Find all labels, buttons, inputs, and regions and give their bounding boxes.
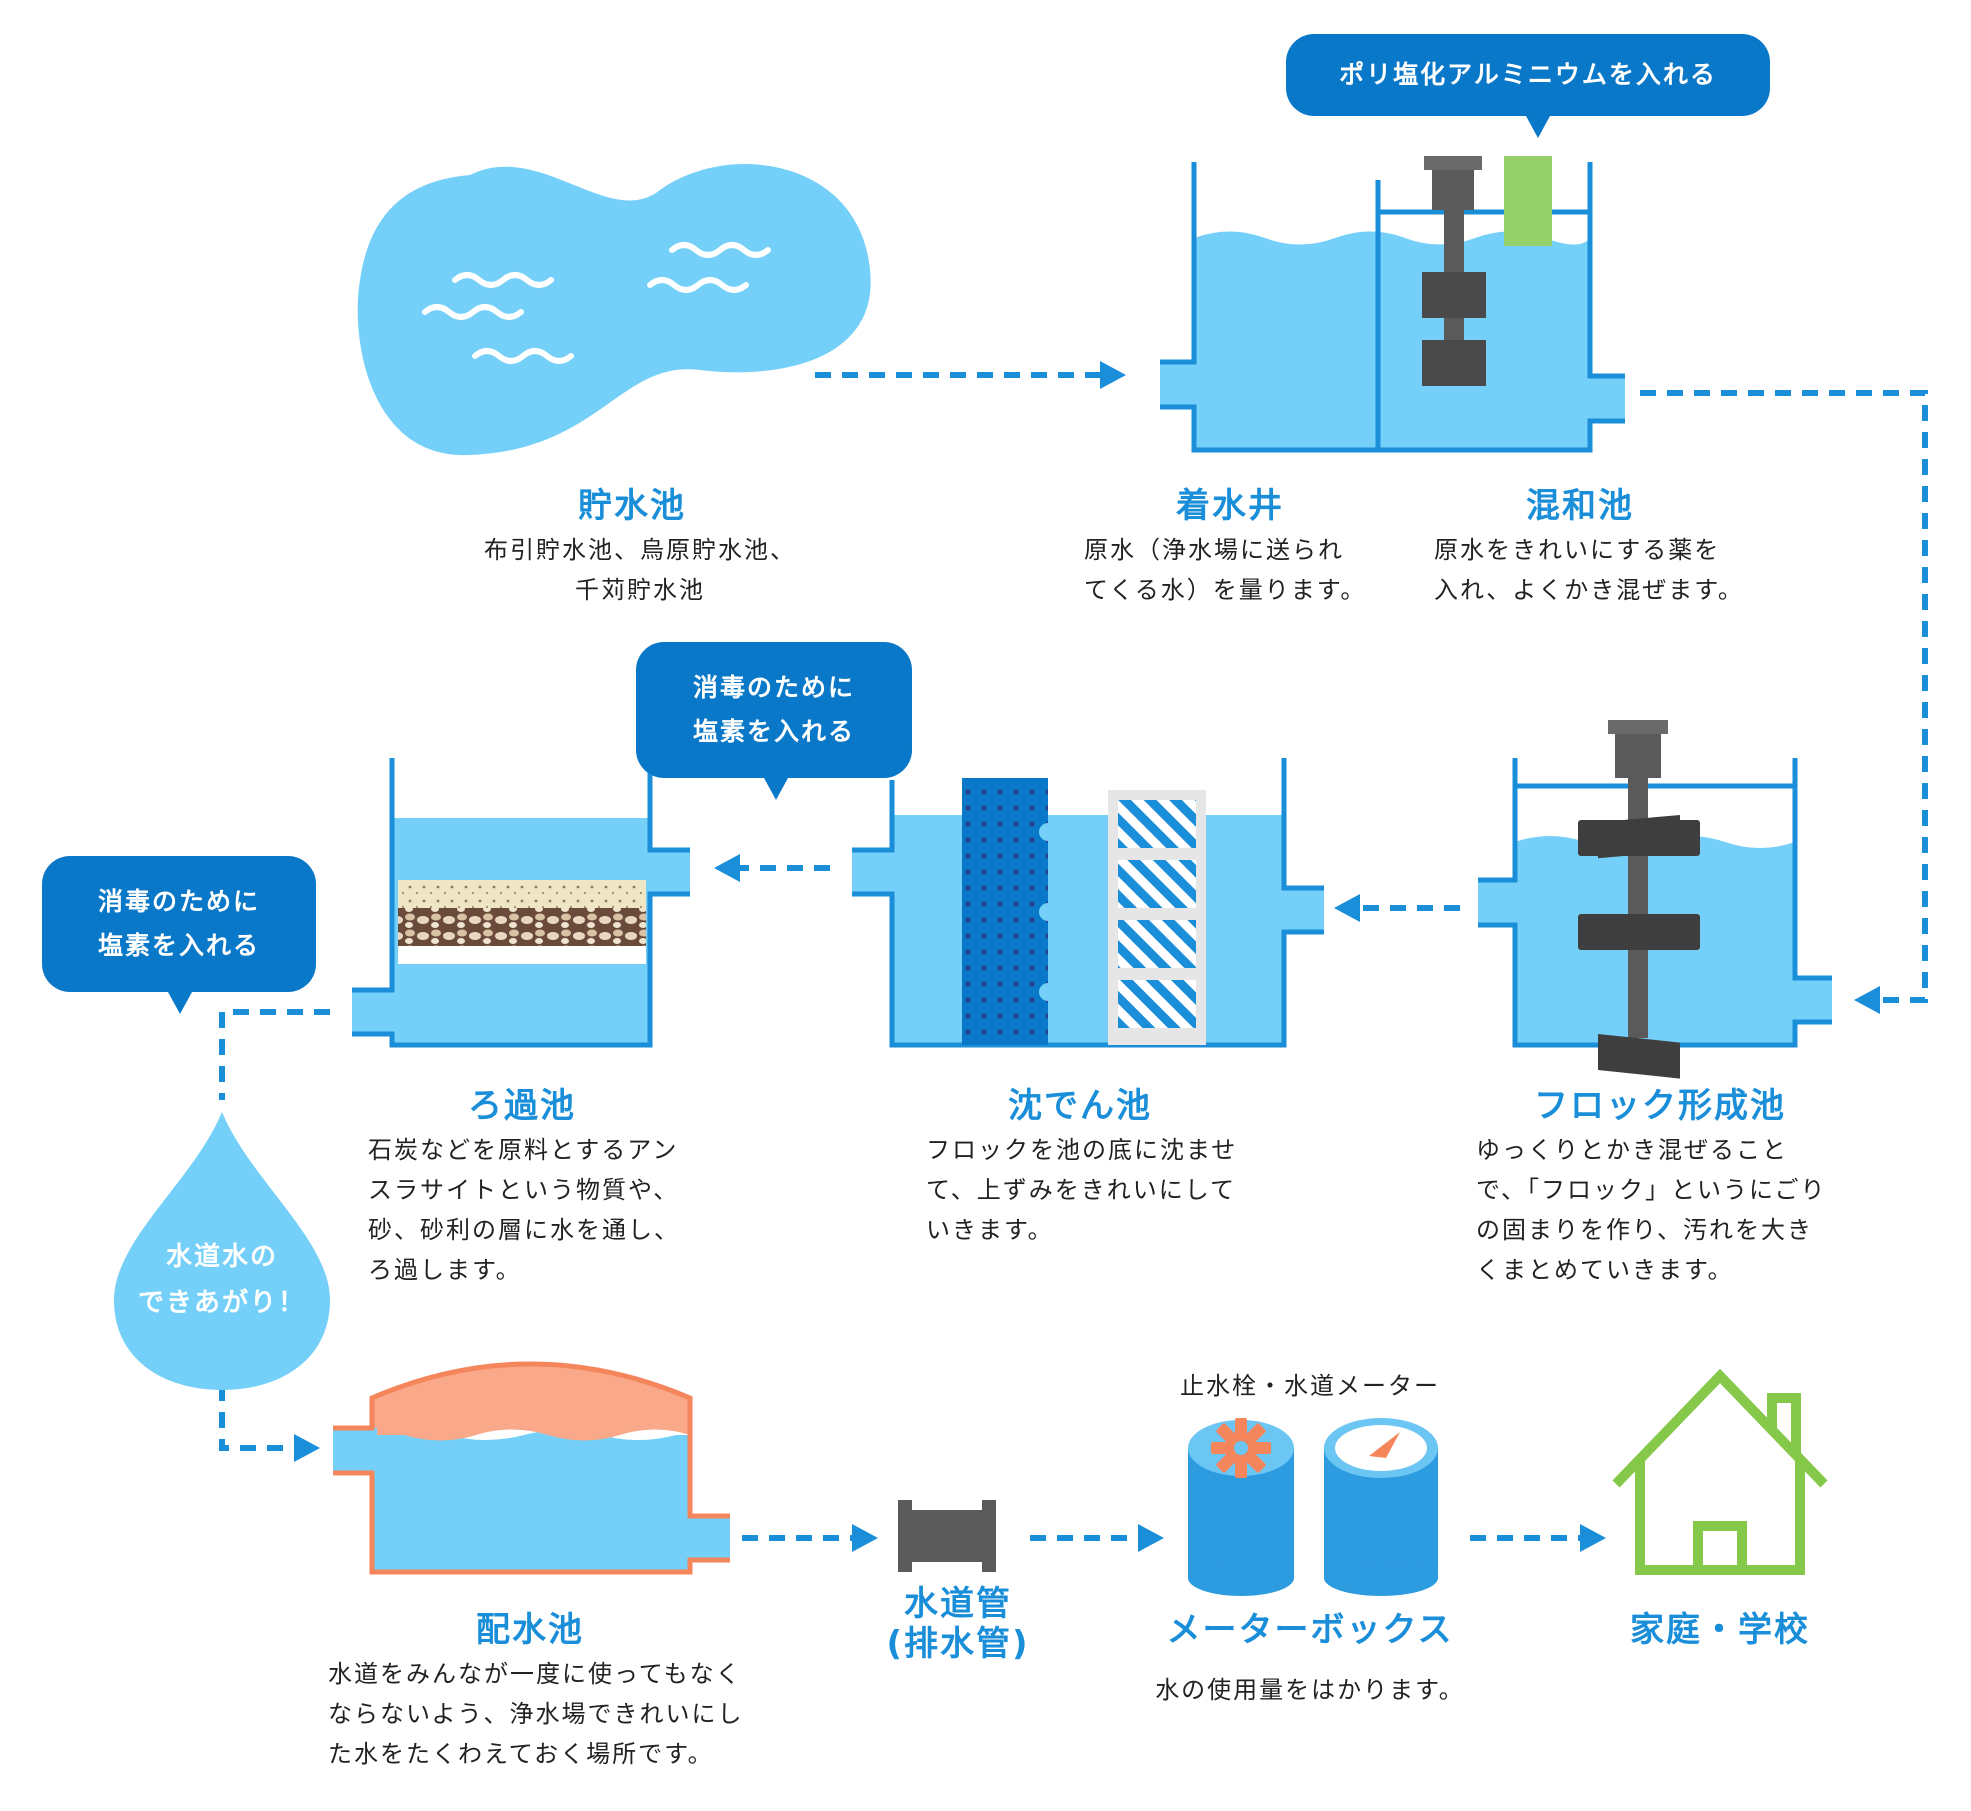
distribution-reservoir — [333, 1361, 730, 1575]
flow-arrow-2 — [1640, 390, 1928, 1014]
sedimentation-desc-line1: フロックを池の底に沈ませ — [926, 1136, 1238, 1164]
meter-desc: 水の使用量をはかります。 — [1155, 1676, 1465, 1704]
bubble-tail — [1526, 116, 1550, 138]
water-drop — [114, 1112, 330, 1390]
sedimentation-desc-line3: いきます。 — [926, 1216, 1054, 1244]
mixing-desc: 原水をきれいにする薬を 入れ、よくかき混ぜます。 — [1434, 530, 1744, 610]
filtration-desc-line4: ろ過します。 — [368, 1256, 522, 1284]
filtration-desc-line1: 石炭などを原料とするアン — [368, 1136, 679, 1164]
receiving-well-desc-line1: 原水（浄水場に送られ — [1084, 536, 1344, 564]
flow-arrow-8 — [1470, 1524, 1606, 1552]
mixing-desc-line2: 入れ、よくかき混ぜます。 — [1434, 576, 1744, 604]
drop-text-line2: できあがり！ — [137, 1288, 306, 1318]
flow-arrow-4 — [714, 854, 830, 882]
receiving-well-label: 着水井 — [1176, 486, 1284, 526]
floc-desc-line1: ゆっくりとかき混ぜること — [1476, 1136, 1788, 1164]
distribution-desc: 水道をみんなが一度に使ってもなく ならないよう、浄水場できれいにし た水をたくわ… — [328, 1654, 744, 1774]
bubble-tail — [168, 992, 192, 1014]
flow-arrow-7 — [1030, 1524, 1164, 1552]
chlorine-bubble-lower-line2: 塩素を入れる — [97, 931, 260, 960]
chlorine-bubble-upper-line1: 消毒のために — [692, 673, 855, 702]
pipe-label-line1: 水道管 — [904, 1584, 1012, 1624]
distribution-desc-line3: た水をたくわえておく場所です。 — [328, 1740, 714, 1768]
flow-arrow-1 — [815, 361, 1126, 389]
reservoir-desc-line2: 千苅貯水池 — [575, 576, 705, 604]
meter-title: 止水栓・水道メーター — [1180, 1372, 1440, 1400]
drop-text: 水道水の できあがり！ — [114, 1234, 330, 1326]
flow-arrow-3 — [1334, 894, 1460, 922]
filtration-desc-line3: 砂、砂利の層に水を通し、 — [368, 1216, 680, 1244]
flow-arrow-6 — [742, 1524, 878, 1552]
pipe-label: 水道管 (排水管) — [848, 1584, 1068, 1664]
meter-label: メーターボックス — [1166, 1610, 1454, 1650]
distribution-desc-line1: 水道をみんなが一度に使ってもなく — [328, 1660, 742, 1688]
reservoir-pond — [357, 164, 871, 456]
chlorine-bubble-upper-line2: 塩素を入れる — [692, 717, 855, 746]
receiving-well-desc-line2: てくる水）を量ります。 — [1084, 576, 1367, 604]
filtration-desc-line2: スラサイトという物質や、 — [368, 1176, 680, 1204]
floc-desc: ゆっくりとかき混ぜること で、「フロック」というにごり の固まりを作り、汚れを大… — [1476, 1130, 1827, 1290]
sedimentation-label: 沈でん池 — [1008, 1086, 1152, 1126]
receiving-well-desc: 原水（浄水場に送られ てくる水）を量ります。 — [1084, 530, 1366, 610]
chemical-bubble: ポリ塩化アルミニウムを入れる — [1286, 34, 1770, 138]
filtration-label: ろ過池 — [468, 1086, 576, 1126]
chlorine-bubble-lower-line1: 消毒のために — [97, 887, 260, 916]
meter-box — [1188, 1418, 1438, 1596]
receiving-mixing-tank — [1160, 156, 1625, 453]
mixing-label: 混和池 — [1526, 486, 1634, 526]
floc-desc-line3: の固まりを作り、汚れを大き — [1476, 1216, 1814, 1244]
bubble-tail — [764, 778, 788, 800]
floc-desc-line2: で、「フロック」というにごり — [1476, 1176, 1827, 1204]
sedimentation-tank — [852, 758, 1324, 1048]
reservoir-desc-line1: 布引貯水池、烏原貯水池、 — [484, 536, 796, 564]
floc-label: フロック形成池 — [1534, 1086, 1786, 1126]
filtration-desc: 石炭などを原料とするアン スラサイトという物質や、 砂、砂利の層に水を通し、 ろ… — [368, 1130, 680, 1290]
reservoir-label: 貯水池 — [578, 486, 686, 526]
house-icon — [1612, 1368, 1828, 1575]
home-label: 家庭・学校 — [1630, 1610, 1810, 1650]
chemical-bubble-text: ポリ塩化アルミニウムを入れる — [1339, 60, 1717, 89]
distribution-label: 配水池 — [476, 1610, 584, 1650]
distribution-desc-line2: ならないよう、浄水場できれいにし — [328, 1700, 744, 1728]
water-pipe — [898, 1500, 996, 1572]
mixing-desc-line1: 原水をきれいにする薬を — [1434, 536, 1721, 564]
reservoir-desc: 布引貯水池、烏原貯水池、 千苅貯水池 — [460, 530, 820, 610]
pipe-label-line2: (排水管) — [886, 1624, 1030, 1664]
drop-text-line1: 水道水の — [165, 1242, 278, 1272]
floc-desc-line4: くまとめていきます。 — [1476, 1256, 1734, 1284]
filtration-tank — [352, 758, 690, 1048]
sedimentation-desc-line2: て、上ずみをきれいにして — [926, 1176, 1237, 1204]
flow-arrow-5 — [219, 1009, 330, 1462]
floc-tank — [1478, 720, 1832, 1079]
chlorine-bubble-lower: 消毒のために 塩素を入れる — [42, 856, 316, 1014]
sedimentation-desc: フロックを池の底に沈ませ て、上ずみをきれいにして いきます。 — [926, 1130, 1237, 1250]
chlorine-bubble-upper: 消毒のために 塩素を入れる — [636, 642, 912, 800]
